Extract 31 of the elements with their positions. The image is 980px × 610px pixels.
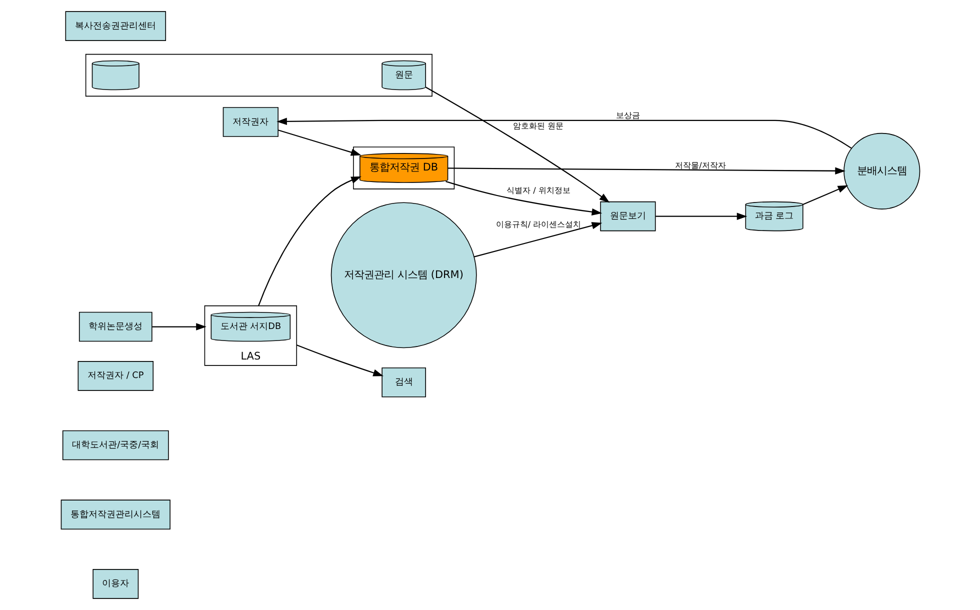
- edge-label: 보상금: [615, 110, 640, 120]
- node-box: 원문보기: [600, 201, 656, 232]
- arrow: [473, 222, 602, 258]
- edge-label: 이용규칙/ 라이센스설치: [495, 220, 581, 229]
- arrow: [447, 167, 845, 174]
- edge-label: 식별자 / 위치정보: [506, 186, 570, 195]
- cluster: [84, 54, 432, 97]
- cluster: [352, 146, 454, 190]
- arrow: [655, 212, 747, 220]
- node-label: LAS: [240, 350, 260, 362]
- arrow: [276, 118, 852, 149]
- node-box: 복사전송권관리센터: [64, 11, 166, 41]
- arrow: [802, 185, 848, 205]
- arrow: [258, 176, 361, 306]
- node-box: 대학도서관/국중/국회: [62, 430, 168, 460]
- arrow: [445, 180, 602, 216]
- edge-label: 암호화된 원문: [512, 121, 564, 130]
- node-box: 학위논문생성: [78, 312, 152, 342]
- edge-label: 저작물/저작자: [674, 160, 726, 170]
- arrow: [152, 323, 206, 330]
- node-circle: 분배시스템: [843, 132, 920, 210]
- arrow: [425, 86, 610, 203]
- node-box: 검색: [381, 367, 426, 398]
- arrow: [296, 344, 384, 376]
- arrow: [278, 130, 361, 156]
- node-box: 통합저작권관리시스템: [60, 500, 170, 530]
- node-box: 저작권자: [222, 107, 278, 137]
- node-box: 저작권자 / CP: [77, 361, 154, 391]
- node-circle: 저작권관리 시스템 (DRM): [330, 202, 476, 348]
- cluster: [204, 305, 297, 366]
- node-box: 이용자: [92, 569, 138, 599]
